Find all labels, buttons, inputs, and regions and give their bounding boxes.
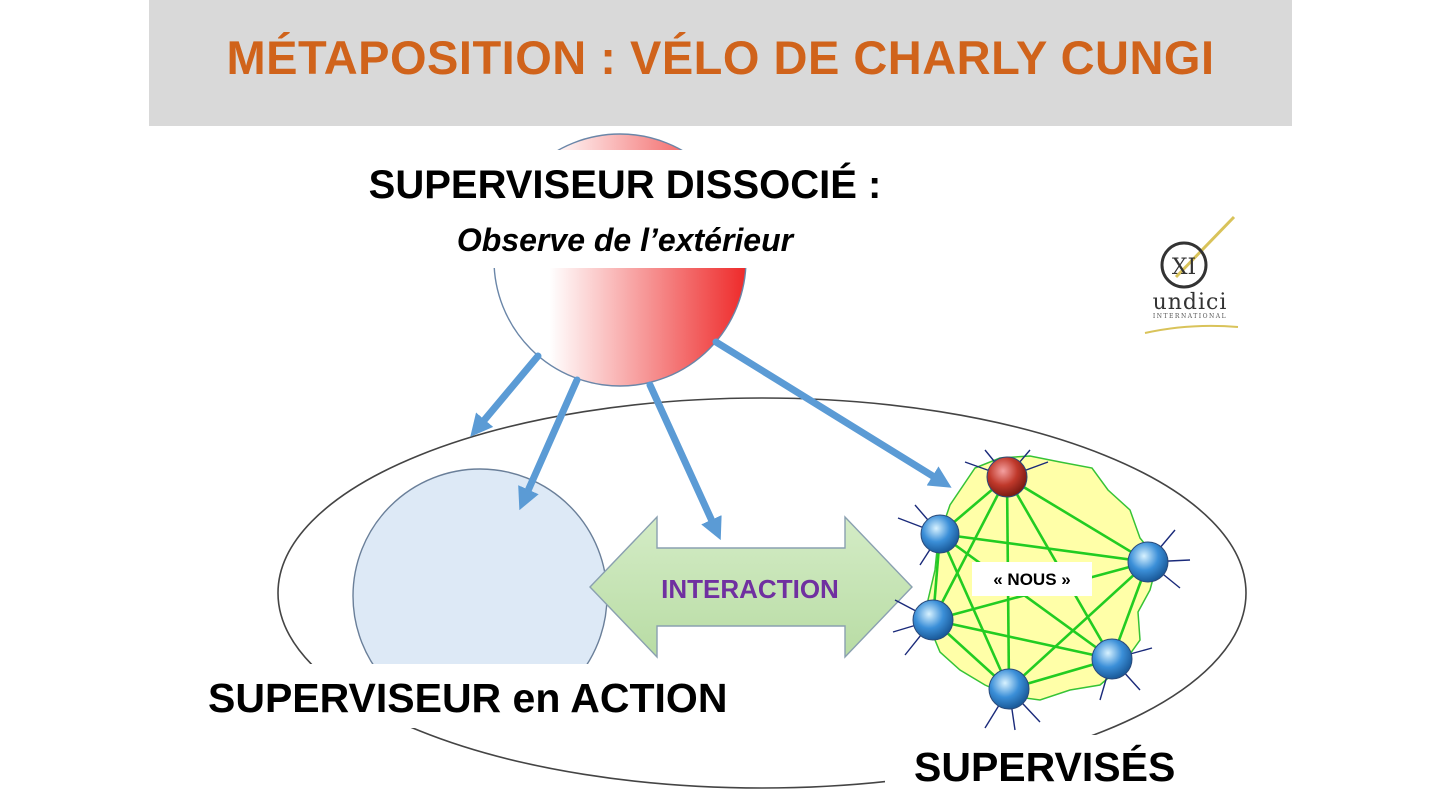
- undici-logo: XI undici INTERNATIONAL: [1130, 215, 1250, 340]
- dissociated-supervisor-label: SUPERVISEUR DISSOCIÉ :: [368, 163, 882, 207]
- arrow-to-supervisor: [518, 376, 581, 511]
- logo-subtitle: INTERNATIONAL: [1152, 313, 1228, 320]
- interaction-double-arrow: [589, 515, 913, 659]
- label-backdrop: [330, 150, 930, 268]
- logo-mark-icon: XI: [1144, 215, 1239, 334]
- title-bar: MÉTAPOSITION : VÉLO DE CHARLY CUNGI: [149, 0, 1292, 126]
- system-ellipse: [277, 397, 1247, 789]
- observe-outside-label: Observe de l’extérieur: [456, 222, 794, 258]
- node-red: [986, 456, 1028, 498]
- node-blue-2: [1127, 541, 1169, 583]
- nous-label-box: [972, 562, 1092, 596]
- page-title: MÉTAPOSITION : VÉLO DE CHARLY CUNGI: [226, 31, 1215, 84]
- nous-label: « NOUS »: [993, 570, 1070, 589]
- group-nodes: [912, 456, 1169, 710]
- arrow-to-supervised: [712, 338, 952, 488]
- interaction-label: INTERACTION: [661, 574, 839, 604]
- supervised-label-backdrop: [885, 735, 1205, 810]
- supervised-label: SUPERVISÉS: [914, 744, 1176, 790]
- node-blue-3: [912, 599, 954, 641]
- node-blue-4: [1091, 638, 1133, 680]
- arrow-to-interaction: [646, 381, 722, 541]
- node-blue-1: [920, 514, 960, 554]
- node-blue-5: [988, 668, 1030, 710]
- arrow-to-system: [470, 352, 542, 437]
- logo-brand: undici: [1152, 290, 1228, 315]
- observation-arrows: [470, 338, 952, 541]
- logo-mark: XI: [1172, 255, 1196, 280]
- supervisor-in-action-label: SUPERVISEUR en ACTION: [208, 675, 728, 721]
- action-label-backdrop: [200, 664, 780, 728]
